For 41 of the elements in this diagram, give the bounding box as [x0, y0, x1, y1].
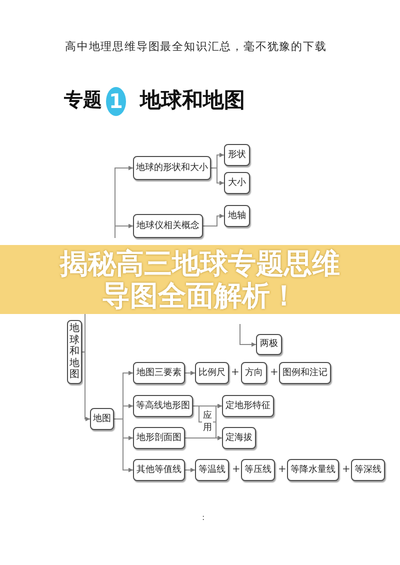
- page-mark: :: [202, 514, 205, 522]
- number-badge: 1: [106, 87, 126, 116]
- plus-sign: +: [342, 465, 350, 475]
- topic-box: 图例和注记: [279, 362, 331, 384]
- topic-box: 形状: [224, 144, 250, 166]
- plus-sign: +: [232, 465, 240, 475]
- page-header: 高中地理思维导图最全知识汇总，毫不犹豫的下载: [65, 42, 327, 53]
- topic-box: 等高线地形图: [133, 395, 193, 417]
- section-label: 专题: [64, 91, 102, 110]
- topic-box: 地图: [90, 408, 114, 430]
- plus-sign: +: [231, 368, 240, 378]
- topic-box: 地球仪相关概念: [133, 214, 203, 238]
- topic-box: 地图三要素: [133, 362, 185, 384]
- topic-box: 等降水量线: [287, 459, 339, 481]
- banner-headline: 揭秘高三地球专题思维导图全面解析！: [58, 248, 341, 312]
- topic-box: 定海拔: [222, 427, 256, 449]
- arrow: [184, 468, 196, 472]
- topic-box: 比例尺: [195, 362, 229, 384]
- topic-box: 方向: [241, 362, 267, 384]
- topic-box: 地形剖面图: [133, 427, 185, 449]
- edge-label: 应用: [202, 410, 213, 434]
- topic-box: 地球的形状和大小: [133, 156, 211, 180]
- topic-box: 地轴: [224, 205, 250, 227]
- plus-sign: +: [278, 465, 286, 475]
- topic-box: 等压线: [241, 459, 275, 481]
- topic-box: 大小: [224, 172, 250, 194]
- topic-box: 等温线: [195, 459, 229, 481]
- arrow: [114, 224, 134, 238]
- arrow: [202, 214, 224, 226]
- arrow: [114, 418, 134, 472]
- arrow: [184, 370, 196, 376]
- topic-box: 两极: [256, 334, 282, 355]
- title: 地球和地图: [140, 90, 245, 111]
- topic-box: 定地形特征: [222, 395, 274, 417]
- plus-sign: +: [270, 368, 278, 378]
- root-box: 地球和地图: [67, 320, 82, 384]
- topic-box: 等深线: [351, 459, 385, 481]
- topic-box: 其他等值线: [133, 459, 185, 481]
- arrow: [240, 324, 256, 347]
- arrow: [82, 352, 90, 422]
- arrow: [210, 168, 224, 186]
